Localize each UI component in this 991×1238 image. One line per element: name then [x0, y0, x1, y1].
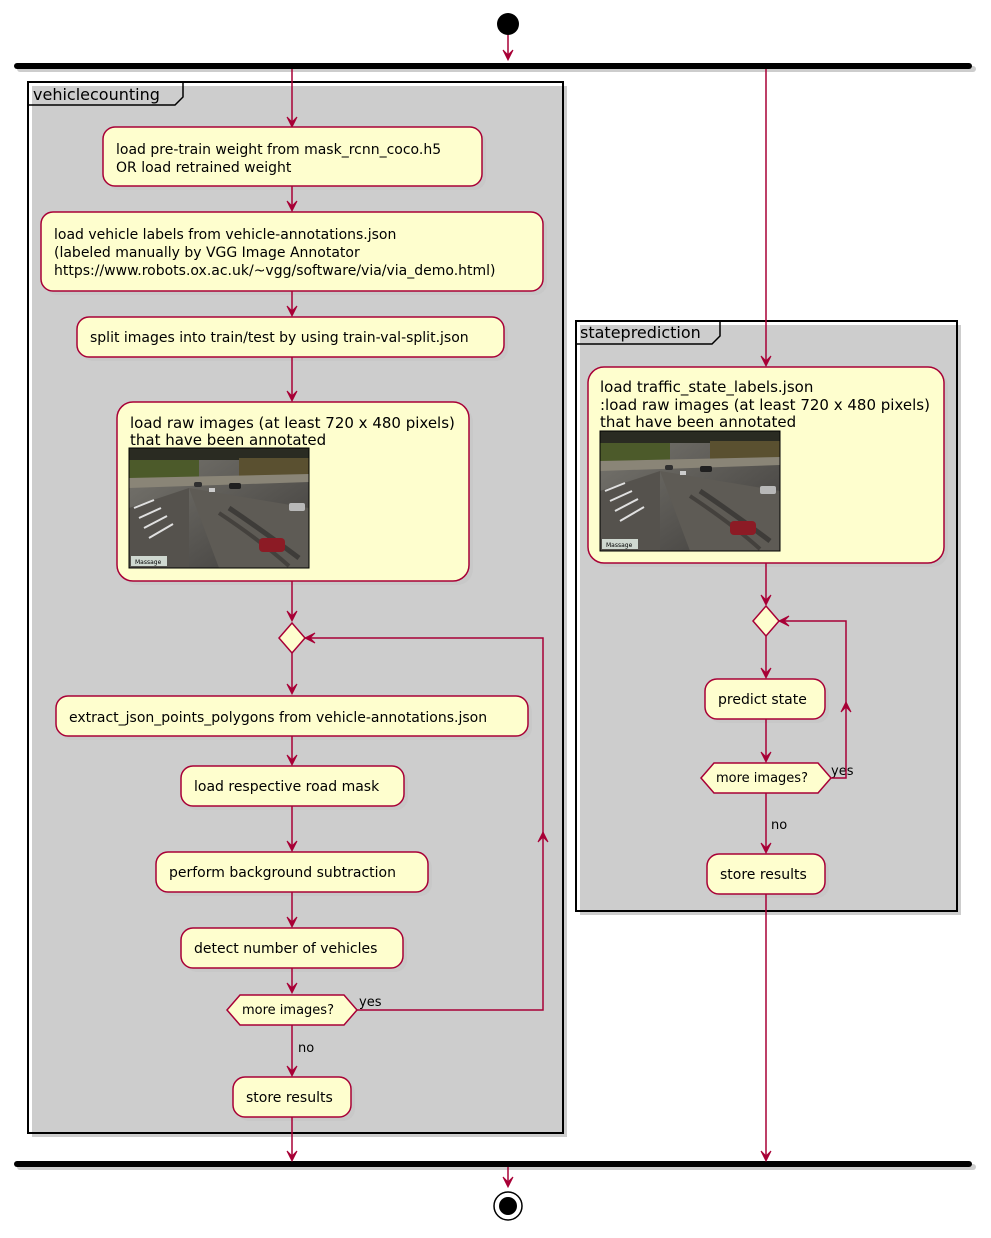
activity-extract-polygons-text: extract_json_points_polygons from vehicl…	[69, 710, 487, 726]
traffic-camera-thumbnail-left: Massage	[128, 447, 310, 569]
loop-no-label-right: no	[771, 818, 787, 833]
activity-load-traffic-state-labels-text: load traffic_state_labels.json :load raw…	[600, 378, 935, 431]
svg-text:Massage: Massage	[135, 559, 162, 566]
activity-load-vehicle-labels-text: load vehicle labels from vehicle-annotat…	[54, 227, 496, 279]
svg-text:Massage: Massage	[606, 542, 633, 549]
activity-split-images	[76, 316, 505, 358]
join-bar	[14, 1161, 972, 1167]
end-node	[493, 1191, 523, 1221]
activity-predict-state	[704, 678, 826, 720]
loop-yes-label-right: yes	[831, 764, 854, 779]
fork-bar	[14, 63, 972, 69]
loop-condition-right	[700, 762, 832, 794]
activity-split-images-text: split images into train/test by using tr…	[90, 330, 469, 346]
activity-load-raw-images-text: load raw images (at least 720 x 480 pixe…	[130, 414, 460, 449]
activity-store-results-right-text: store results	[720, 867, 807, 883]
activity-predict-state-text: predict state	[718, 692, 807, 708]
activity-load-weights-text: load pre-train weight from mask_rcnn_coc…	[116, 142, 446, 176]
activity-background-subtraction-text: perform background subtraction	[169, 865, 396, 881]
loop-yes-label-left: yes	[359, 995, 382, 1010]
loop-condition-left-text: more images?	[242, 1003, 334, 1018]
activity-detect-vehicles-text: detect number of vehicles	[194, 941, 377, 957]
loop-condition-right-text: more images?	[716, 771, 808, 786]
start-node	[497, 13, 519, 35]
partition-title-stateprediction: stateprediction	[580, 323, 701, 342]
traffic-camera-thumbnail-right: Massage	[599, 430, 781, 552]
activity-load-road-mask-text: load respective road mask	[194, 779, 380, 795]
loop-no-label-left: no	[298, 1041, 314, 1056]
partition-title-vehiclecounting: vehiclecounting	[33, 85, 160, 104]
activity-store-results-left-text: store results	[246, 1090, 333, 1106]
loop-condition-left	[226, 994, 358, 1026]
partition-frame-vehiclecounting	[27, 81, 564, 1134]
